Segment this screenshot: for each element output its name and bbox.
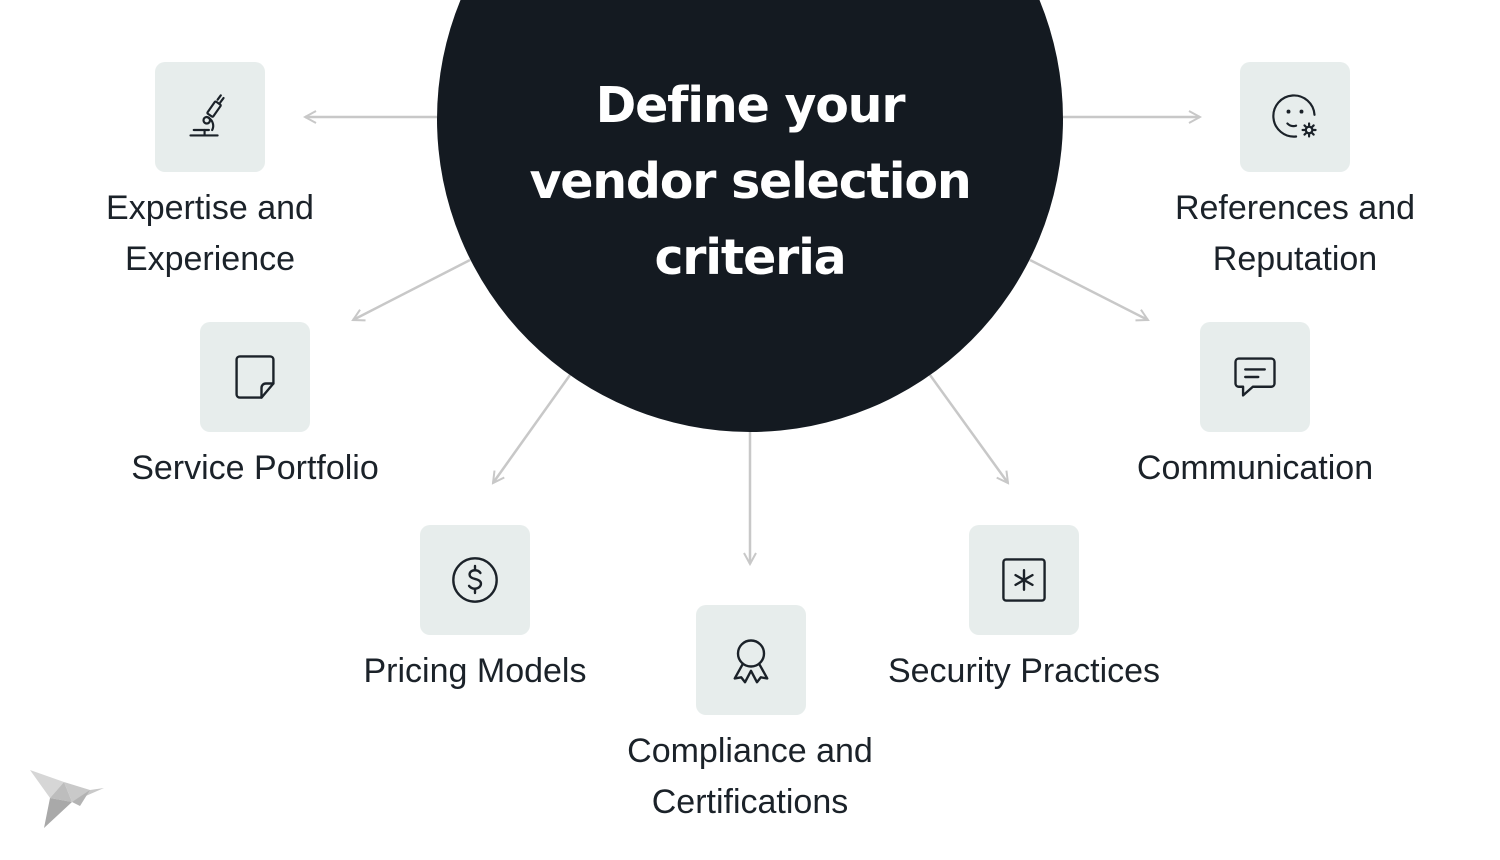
references-tile [1240, 62, 1350, 172]
pricing-tile [420, 525, 530, 635]
pricing-label: Pricing Models [363, 652, 587, 690]
dollar-coin-icon [452, 557, 498, 603]
face-settings-icon [1272, 94, 1317, 138]
service-label: Service Portfolio [131, 449, 379, 487]
compliance-label: Compliance and Certifications [627, 732, 873, 821]
arrow-to-pricing [493, 374, 572, 483]
security-tile [969, 525, 1079, 635]
origami-bird-logo [30, 770, 104, 828]
communication-tile [1200, 322, 1310, 432]
security-label: Security Practices [887, 652, 1161, 690]
asterisk-square-icon [1002, 558, 1046, 602]
arrow-to-security [928, 374, 1008, 483]
expertise-label: Expertise and Experience [106, 189, 314, 278]
award-ribbon-icon [733, 639, 769, 684]
arrow-to-service [353, 258, 471, 320]
microscope-icon [189, 94, 225, 137]
communication-label: Communication [1136, 449, 1374, 487]
sticky-note-icon [235, 355, 275, 399]
chat-bubble-icon [1234, 357, 1276, 397]
hub-title: Define your vendor selection criteria [529, 77, 971, 286]
expertise-tile [155, 62, 265, 172]
service-tile [200, 322, 310, 432]
compliance-tile [696, 605, 806, 715]
arrow-to-communication [1029, 258, 1148, 320]
references-label: References and Reputation [1174, 189, 1416, 278]
